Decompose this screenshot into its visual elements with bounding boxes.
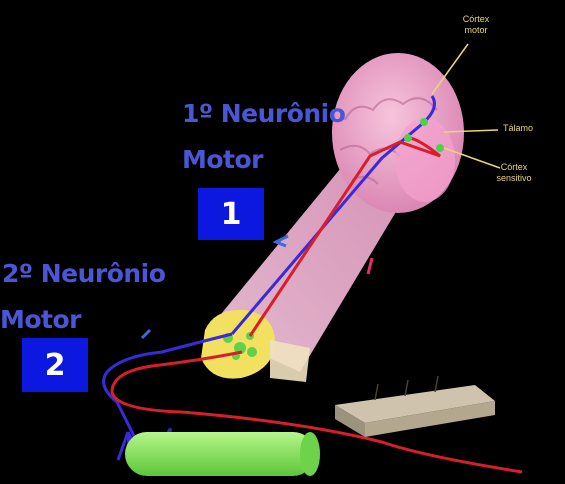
cortex-sensitivo-label: Córtex sensitivo xyxy=(496,162,532,183)
talamo-label: Tálamo xyxy=(502,123,533,133)
neuron2-title-line1: 2º Neurônio xyxy=(2,259,166,288)
neuron1-title-line1: 1º Neurônio xyxy=(182,99,346,128)
muscle-fiber xyxy=(125,432,320,476)
neuron1-title-line2: Motor xyxy=(182,145,264,174)
cortex-motor-label: Córtex motor xyxy=(462,14,490,35)
skin-patch xyxy=(335,375,495,437)
neuron2-title-line2: Motor xyxy=(0,305,82,334)
sensory-pathway xyxy=(110,136,523,474)
neuron2-number-box: 2 xyxy=(22,338,88,392)
neuron1-number-box: 1 xyxy=(198,188,264,240)
